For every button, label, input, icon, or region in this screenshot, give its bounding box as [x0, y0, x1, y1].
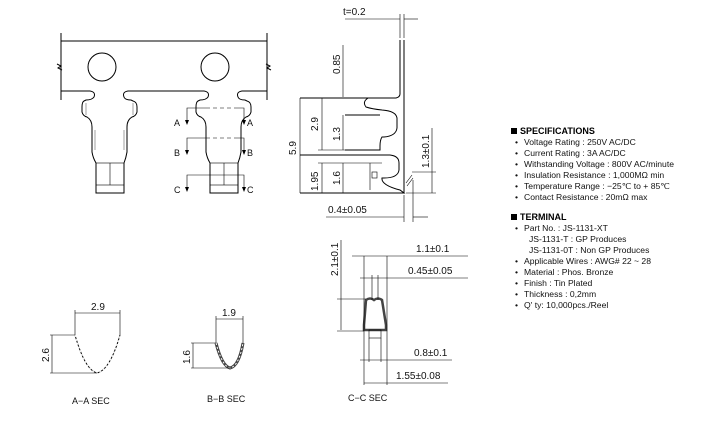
spec-item: Insulation Resistance : 1,000MΩ min: [524, 170, 664, 180]
spec-item: Withstanding Voltage : 800V AC/minute: [524, 159, 674, 169]
terminal-item: Material : Phos. Bronze: [524, 267, 614, 277]
section-mark-b-left: B: [174, 148, 180, 158]
dim-5-9: 5.9: [288, 141, 299, 155]
specifications-block: SPECIFICATIONS • Voltage Rating : 250V AC…: [511, 126, 674, 202]
terminal-item: Finish : Tin Plated: [524, 278, 593, 288]
spec-item: Contact Resistance : 20mΩ max: [524, 192, 648, 202]
terminal-part-variant: JS-1131-0T : Non GP Produces: [529, 245, 649, 255]
terminal-part-no: Part No. : JS-1131-XT: [524, 223, 609, 233]
section-mark-a-right: A: [247, 118, 253, 128]
terminal-item: Applicable Wires : AWG# 22 ~ 28: [524, 256, 651, 266]
terminal-title: TERMINAL: [520, 212, 567, 222]
svg-text:•: •: [515, 170, 518, 180]
svg-text:•: •: [515, 256, 518, 266]
dim-0-85: 0.85: [332, 54, 343, 74]
section-bb-label: B−B SEC: [207, 394, 246, 404]
svg-text:•: •: [515, 181, 518, 191]
terminal-block: TERMINAL • Part No. : JS-1131-XT JS-1131-…: [511, 212, 651, 310]
section-mark-c-right: C: [247, 185, 254, 195]
terminal-item: Thickness : 0,2mm: [524, 289, 596, 299]
section-c-c: 1.1±0.1 0.45±0.05 2.1±0.1 0.8±0.1 1.55±0…: [330, 240, 468, 403]
dim-1-3: 1.3: [332, 127, 343, 141]
section-b-b: 1.9 1.6 B−B SEC: [182, 308, 246, 404]
dim-1-6: 1.6: [332, 171, 343, 185]
svg-text:•: •: [515, 148, 518, 158]
svg-text:•: •: [515, 267, 518, 277]
svg-text:•: •: [515, 223, 518, 233]
svg-text:•: •: [515, 192, 518, 202]
terminal-item: Q' ty: 10,000pcs./Reel: [524, 300, 608, 310]
svg-text:•: •: [515, 159, 518, 169]
dim-cc-1-1: 1.1±0.1: [416, 244, 450, 255]
dim-1-95: 1.95: [310, 171, 321, 191]
section-mark-a-left: A: [174, 118, 180, 128]
dim-aa-width: 2.9: [91, 302, 105, 313]
carrier-strip-top-view: [56, 33, 272, 194]
dim-aa-height: 2.6: [41, 348, 52, 362]
dim-cc-0-8: 0.8±0.1: [414, 348, 448, 359]
dim-1-3-tol: 1.3±0.1: [421, 134, 432, 168]
section-cc-label: C−C SEC: [348, 393, 388, 403]
dim-0-4: 0.4±0.05: [328, 205, 367, 216]
dim-thickness: t=0.2: [343, 7, 366, 18]
dim-2-9: 2.9: [310, 117, 321, 131]
section-a-a: 2.9 2.6 A−A SEC: [41, 302, 121, 406]
svg-text:•: •: [515, 300, 518, 310]
svg-text:•: •: [515, 137, 518, 147]
dim-cc-0-45: 0.45±0.05: [408, 266, 453, 277]
pilot-hole: [200, 52, 230, 82]
svg-text:•: •: [515, 278, 518, 288]
section-mark-c-left: C: [174, 185, 181, 195]
section-aa-label: A−A SEC: [72, 396, 110, 406]
spec-item: Temperature Range : −25℃ to + 85℃: [524, 181, 670, 191]
side-view: t=0.2 0.85 5.9 2.9 1.3 1.95 1.6 1.3±0.1 …: [288, 7, 436, 222]
svg-text:•: •: [515, 289, 518, 299]
dim-bb-height: 1.6: [182, 350, 193, 364]
dim-cc-2-1: 2.1±0.1: [330, 242, 341, 276]
section-mark-b-right: B: [247, 148, 253, 158]
pilot-hole: [87, 52, 117, 82]
section-cut-lines: A A B B C C: [174, 107, 254, 195]
specifications-title: SPECIFICATIONS: [520, 126, 595, 136]
terminal-part-variant: JS-1131-T : GP Produces: [529, 234, 626, 244]
dim-bb-width: 1.9: [222, 308, 236, 319]
dim-cc-1-55: 1.55±0.08: [396, 371, 441, 382]
spec-item: Current Rating : 3A AC/DC: [524, 148, 626, 158]
spec-item: Voltage Rating : 250V AC/DC: [524, 137, 636, 147]
